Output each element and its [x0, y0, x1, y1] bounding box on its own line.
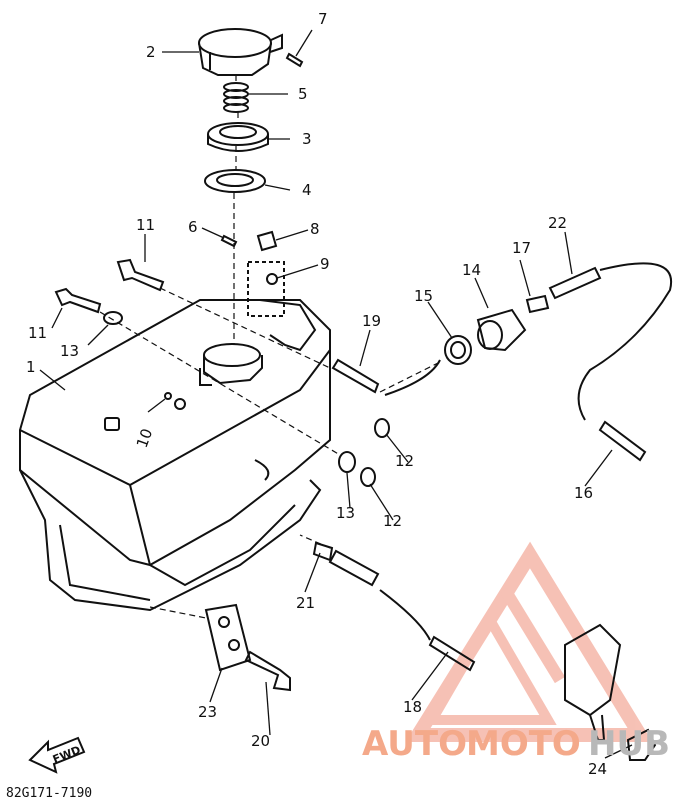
callout-19: 19: [362, 312, 381, 330]
watermark-text: AUTO MOTO HUB: [362, 724, 670, 764]
callout-labels: 1 2 3 4 5 6 7 8 9 10 11 11 12 12 13 13 1…: [26, 10, 607, 778]
callout-7: 7: [318, 10, 328, 28]
callout-21: 21: [296, 594, 315, 612]
leader-lines: [39, 29, 633, 759]
cap-seal: [207, 122, 269, 152]
callout-23: 23: [198, 703, 217, 721]
fuel-cock: [384, 262, 673, 462]
watermark-hub: HUB: [588, 724, 670, 764]
callout-11b: 11: [28, 324, 47, 342]
callout-20: 20: [251, 732, 270, 750]
callout-10: 10: [133, 426, 156, 450]
filler-cap: [198, 28, 283, 76]
callout-1: 1: [26, 358, 36, 376]
drawing-code: 82G171-7190: [6, 786, 92, 801]
callout-14: 14: [462, 261, 481, 279]
callout-17: 17: [512, 239, 531, 257]
callout-3: 3: [302, 130, 312, 148]
callout-12a: 12: [395, 452, 414, 470]
callout-5: 5: [298, 85, 308, 103]
watermark-auto: AUTO: [362, 724, 467, 764]
watermark-logo: [405, 541, 653, 742]
callout-18: 18: [403, 698, 422, 716]
bolts-11: [54, 258, 165, 325]
cap-gasket: [204, 169, 266, 193]
callout-6: 6: [188, 218, 198, 236]
callout-8: 8: [310, 220, 320, 238]
callout-24: 24: [588, 760, 607, 778]
callout-13b: 13: [336, 504, 355, 522]
callout-4: 4: [302, 181, 312, 199]
lower-parts: [204, 541, 657, 761]
callout-11a: 11: [136, 216, 155, 234]
callout-9: 9: [320, 255, 330, 273]
cap-spring: [223, 82, 249, 113]
fuel-tank: [19, 261, 331, 612]
washers: [331, 358, 390, 487]
callout-12b: 12: [383, 512, 402, 530]
fwd-arrow: FWD: [28, 736, 86, 774]
callout-22: 22: [548, 214, 567, 232]
callout-16: 16: [574, 484, 593, 502]
watermark-moto: MOTO: [466, 724, 581, 764]
callout-13a: 13: [60, 342, 79, 360]
callout-15: 15: [414, 287, 433, 305]
callout-2: 2: [146, 43, 156, 61]
pin-7: [285, 52, 304, 68]
assembly-lines: [99, 75, 441, 619]
